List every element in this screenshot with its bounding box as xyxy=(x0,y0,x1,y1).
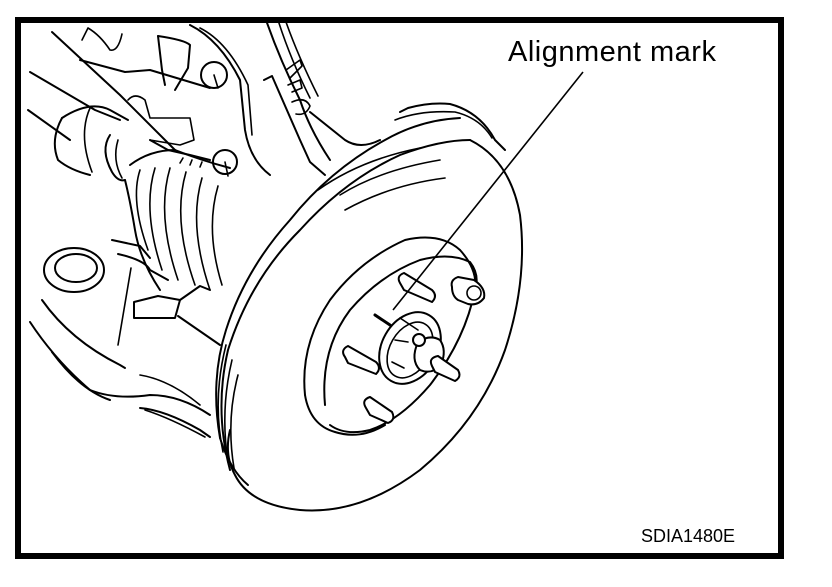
drive-shaft-boot xyxy=(53,105,231,291)
steering-knuckle xyxy=(27,23,381,177)
wheel-studs xyxy=(342,272,486,424)
alignment-mark-label: Alignment mark xyxy=(508,36,717,68)
figure-frame xyxy=(15,17,784,559)
callout-leader-line xyxy=(392,71,584,311)
figure-id: SDIA1480E xyxy=(641,526,736,546)
disc-rotor xyxy=(215,102,524,512)
lower-link xyxy=(29,239,221,438)
wheel-hub xyxy=(303,236,478,436)
alignment-mark xyxy=(373,313,392,327)
